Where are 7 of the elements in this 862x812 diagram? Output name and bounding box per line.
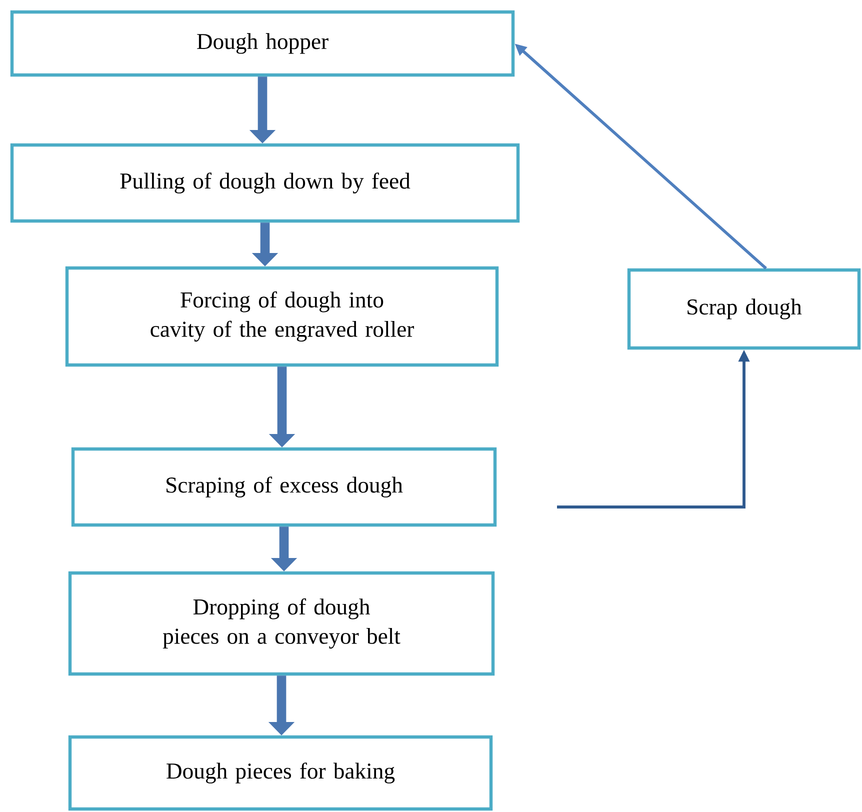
process-box: Scrap dough	[627, 268, 861, 350]
process-box: Scraping of excess dough	[71, 447, 497, 527]
process-box: Pulling of dough down by feed	[10, 143, 520, 223]
process-box: Dropping of dough pieces on a conveyor belt	[68, 571, 495, 676]
process-box: Dough hopper	[10, 10, 515, 77]
process-box: Forcing of dough into cavity of the engraved roller	[65, 266, 499, 367]
process-box: Dough pieces for baking	[68, 735, 493, 811]
